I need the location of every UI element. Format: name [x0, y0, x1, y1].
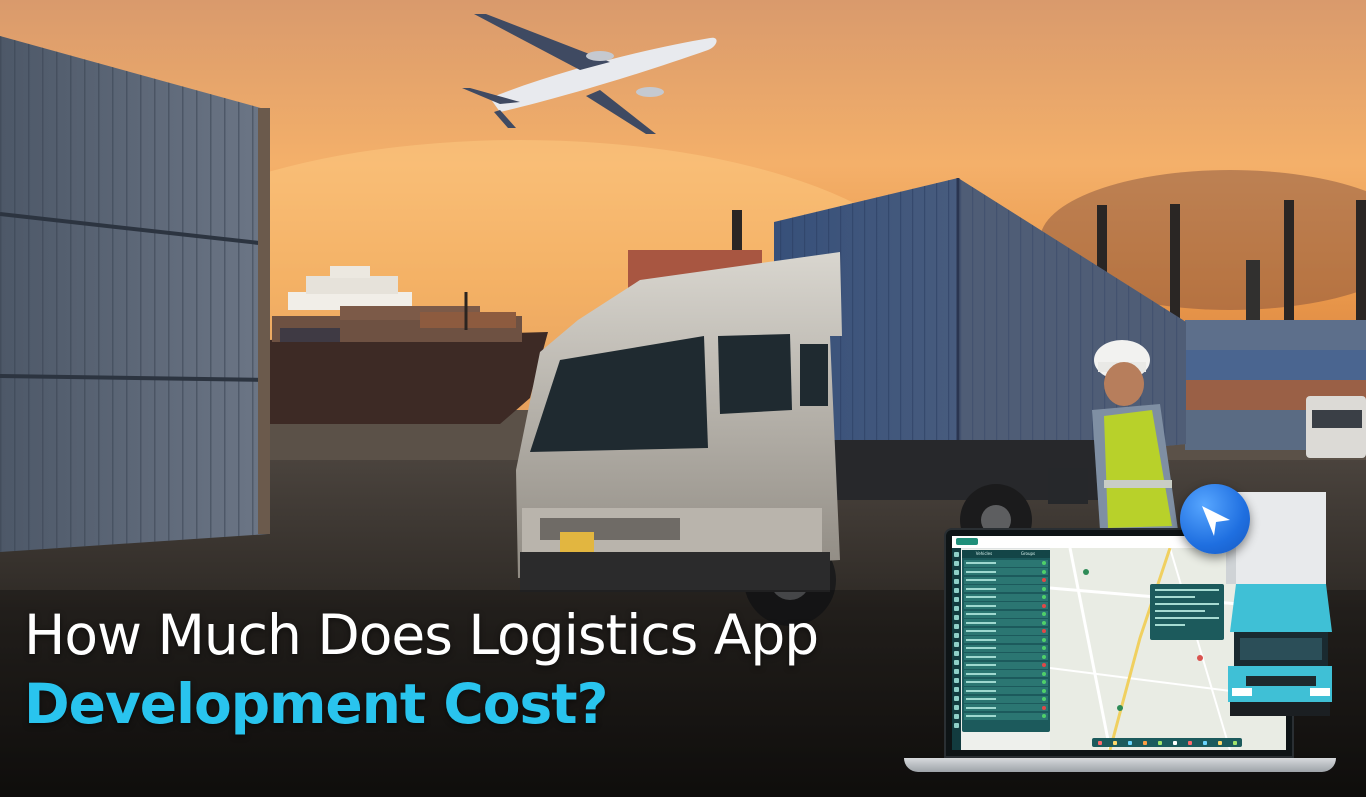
- container-stacks-right: [1185, 320, 1366, 450]
- sidebar-icon: [954, 714, 959, 719]
- vehicle-row: [964, 644, 1048, 652]
- tab-groups: Groups: [1020, 551, 1036, 556]
- vehicle-row: [964, 619, 1048, 626]
- vehicle-row: [964, 636, 1048, 643]
- sidebar-icon: [954, 660, 959, 665]
- sidebar-icon: [954, 579, 959, 584]
- vehicle-row: [964, 670, 1048, 677]
- sidebar-icon: [954, 561, 959, 566]
- truck-cab: [516, 252, 842, 592]
- tab-vehicles: Vehicles: [975, 551, 993, 556]
- sidebar-icon: [954, 615, 959, 620]
- left-container-stack: [0, 36, 270, 552]
- vehicle-info-popup: [1150, 584, 1224, 640]
- headline: How Much Does Logistics App Development …: [24, 608, 924, 732]
- vehicle-row: [964, 593, 1048, 601]
- vehicle-row: [964, 585, 1048, 592]
- app-logo: [956, 538, 978, 545]
- vehicle-row: [964, 653, 1048, 660]
- vehicle-row: [964, 568, 1048, 575]
- app-sidebar: [952, 548, 961, 750]
- vehicle-row: [964, 602, 1048, 609]
- navigation-arrow-icon: [1180, 484, 1250, 554]
- vehicle-row: [964, 627, 1048, 635]
- vehicle-row: [964, 576, 1048, 584]
- sidebar-icon: [954, 678, 959, 683]
- sidebar-icon: [954, 570, 959, 575]
- sidebar-icon: [954, 597, 959, 602]
- sidebar-icon: [954, 696, 959, 701]
- vehicle-list-panel: Vehicles Groups: [962, 550, 1050, 732]
- map-toolbar: [1092, 738, 1242, 747]
- sidebar-icon: [954, 606, 959, 611]
- cargo-ship: [268, 266, 548, 424]
- sidebar-icon: [954, 624, 959, 629]
- sidebar-icon: [954, 588, 959, 593]
- vehicle-panel-tabs: Vehicles Groups: [962, 550, 1050, 558]
- airplane: [462, 14, 717, 134]
- worker-in-safety-vest: [1048, 340, 1178, 530]
- headline-line-2: Development Cost?: [24, 672, 608, 736]
- sidebar-icon: [954, 687, 959, 692]
- sidebar-icon: [954, 651, 959, 656]
- sidebar-icon: [954, 723, 959, 728]
- white-truck-background: [1306, 396, 1366, 458]
- headline-line-1: How Much Does Logistics App: [24, 603, 819, 667]
- laptop-base: [904, 758, 1336, 772]
- vehicle-row: [964, 559, 1048, 567]
- sidebar-icon: [954, 633, 959, 638]
- vehicle-row: [964, 610, 1048, 618]
- vehicle-row: [964, 704, 1048, 711]
- sidebar-icon: [954, 552, 959, 557]
- sidebar-icon: [954, 705, 959, 710]
- vehicle-row: [964, 712, 1048, 720]
- vehicle-row: [964, 687, 1048, 694]
- vehicle-row: [964, 695, 1048, 703]
- sidebar-icon: [954, 642, 959, 647]
- sidebar-icon: [954, 669, 959, 674]
- vehicle-row: [964, 678, 1048, 686]
- vehicle-row: [964, 661, 1048, 669]
